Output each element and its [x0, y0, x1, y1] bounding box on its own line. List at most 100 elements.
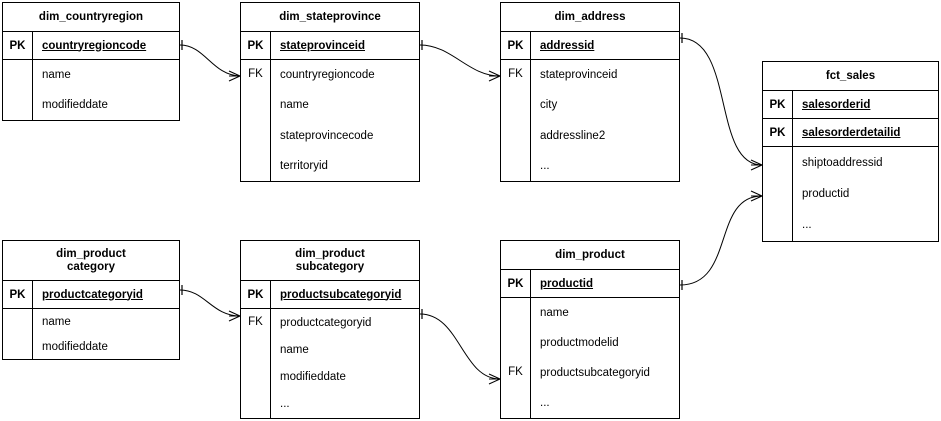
attribute-row[interactable]: productsubcategoryid: [540, 367, 650, 379]
entity-title-line: category: [67, 260, 115, 273]
attribute-list: name modifieddate: [33, 60, 179, 120]
entity-title-line: dim_stateprovince: [279, 10, 381, 23]
key-badge-pk: PK: [3, 32, 33, 59]
pk-field-name: salesorderid: [802, 98, 871, 111]
cardinality-many-foot: [488, 70, 501, 77]
cardinality-many-foot: [750, 159, 763, 166]
attribute-block: FK stateprovinceid city addressline2...: [501, 60, 679, 181]
cardinality-many-foot: [228, 310, 241, 317]
key-badge-none: [3, 60, 33, 120]
fk-label: FK: [248, 68, 263, 81]
attribute-row[interactable]: stateprovinceid: [540, 69, 618, 82]
attribute-list: stateprovinceid city addressline2...: [531, 60, 679, 181]
attribute-row[interactable]: modifieddate: [42, 340, 108, 353]
entity-title-dim_stateprovince: dim_stateprovince: [241, 3, 419, 32]
attribute-row[interactable]: ...: [280, 398, 290, 411]
attribute-row[interactable]: shiptoaddressid: [802, 156, 883, 169]
attribute-block: FK name productmodelid productsubcategoryid…: [501, 298, 679, 418]
attribute-row[interactable]: ...: [540, 397, 550, 409]
cardinality-many-foot: [750, 195, 763, 202]
attribute-row[interactable]: name: [280, 343, 309, 356]
relationship-rel-address-fctsales: [679, 33, 763, 171]
attribute-block: name modifieddate: [3, 60, 179, 120]
pk-field-name: countryregioncode: [42, 39, 147, 52]
entity-title-line: fct_sales: [825, 69, 876, 82]
attribute-list: shiptoaddressid productid...: [793, 147, 938, 241]
attribute-row[interactable]: modifieddate: [42, 99, 108, 111]
attribute-row[interactable]: name: [42, 69, 71, 81]
cardinality-many-foot: [750, 164, 763, 171]
relationship-rel-product-fctsales: [679, 190, 763, 290]
key-badge-pk: PK: [763, 91, 793, 118]
entity-title-dim_countryregion: dim_countryregion: [3, 3, 179, 32]
entity-title-line: dim_product: [295, 247, 365, 260]
key-badge-fk: FK: [501, 298, 531, 418]
entity-title-line: dim_address: [554, 10, 626, 23]
attribute-list: countryregioncode name stateprovincecode te…: [271, 60, 419, 181]
attribute-row[interactable]: countryregioncode: [280, 69, 375, 82]
attribute-row[interactable]: name: [280, 99, 309, 112]
attribute-list: name modifieddate: [33, 309, 179, 359]
relationship-line: [679, 37, 763, 166]
pk-row[interactable]: PK productsubcategoryid: [241, 281, 419, 309]
key-badge-pk: PK: [501, 32, 531, 59]
attribute-row[interactable]: productmodelid: [540, 337, 619, 349]
relationship-line: [419, 44, 501, 77]
key-badge-fk: FK: [241, 60, 271, 181]
attribute-list: productcategoryid name modifieddate...: [271, 309, 419, 418]
relationship-rel-countryregion-stateprovince: [179, 40, 241, 82]
pk-row[interactable]: PK countryregioncode: [3, 32, 179, 60]
attribute-block: shiptoaddressid productid...: [763, 147, 938, 241]
cardinality-many-foot: [750, 190, 763, 197]
attribute-row[interactable]: name: [42, 315, 71, 328]
relationship-line: [179, 44, 241, 77]
pk-field-name: productsubcategoryid: [280, 288, 402, 301]
key-badge-fk: FK: [501, 60, 531, 181]
cardinality-many-foot: [488, 378, 501, 385]
fk-label: FK: [508, 366, 523, 378]
key-badge-pk: PK: [241, 32, 271, 59]
entity-title-line: subcategory: [295, 260, 365, 273]
key-badge-pk: PK: [763, 119, 793, 146]
cardinality-many-foot: [488, 373, 501, 380]
pk-field-name: addressid: [540, 39, 595, 52]
entity-title-dim_address: dim_address: [501, 3, 679, 32]
attribute-row[interactable]: stateprovincecode: [280, 129, 374, 142]
cardinality-many-foot: [228, 75, 241, 82]
relationship-line: [179, 289, 241, 317]
attribute-row[interactable]: ...: [802, 219, 812, 232]
attribute-row[interactable]: city: [540, 99, 558, 112]
attribute-row[interactable]: territoryid: [280, 159, 328, 172]
attribute-row[interactable]: addressline2: [540, 129, 606, 142]
cardinality-many-foot: [228, 70, 241, 77]
attribute-block: FK productcategoryid name modifieddate...: [241, 309, 419, 418]
key-badge-none: [3, 309, 33, 359]
attribute-row[interactable]: name: [540, 307, 569, 319]
attribute-row[interactable]: modifieddate: [280, 371, 346, 384]
attribute-list: name productmodelid productsubcategoryid..…: [531, 298, 679, 418]
pk-row[interactable]: PK salesorderid: [763, 91, 938, 119]
pk-field-name: productid: [540, 277, 594, 290]
relationship-rel-subcategory-product: [419, 309, 501, 385]
key-badge-fk: FK: [241, 309, 271, 418]
fk-label: FK: [508, 68, 523, 81]
attribute-row[interactable]: ...: [540, 159, 550, 172]
attribute-row[interactable]: productcategoryid: [280, 316, 372, 329]
entity-title-dim_product: dim_product: [501, 241, 679, 270]
attribute-row[interactable]: productid: [802, 187, 850, 200]
pk-row[interactable]: PK addressid: [501, 32, 679, 60]
key-badge-pk: PK: [241, 281, 271, 308]
